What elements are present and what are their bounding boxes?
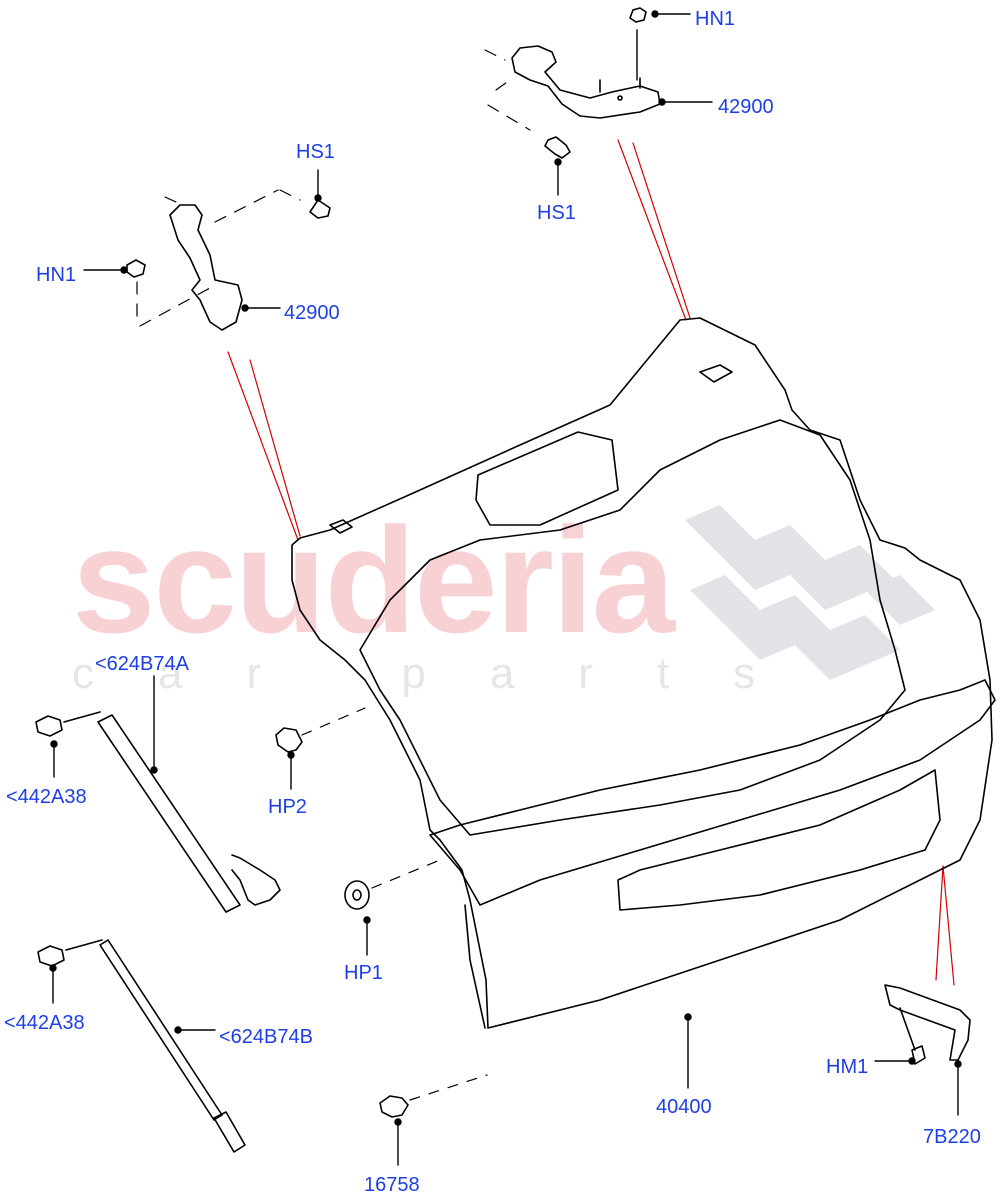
callout-hp1[interactable]: HP1 — [344, 962, 383, 984]
leaders-dashed-center — [301, 707, 488, 1101]
callout-442a38-bottom[interactable]: <442A38 — [4, 1012, 85, 1034]
bumper-hp1 — [344, 880, 370, 910]
callout-42900-top[interactable]: 42900 — [718, 96, 774, 118]
watermark-checker-flag — [685, 505, 935, 680]
bumper-hp2 — [275, 727, 303, 753]
leaders-top-left — [136, 189, 301, 327]
callout-442a38-top[interactable]: <442A38 — [6, 786, 87, 808]
callout-hm1[interactable]: HM1 — [826, 1056, 869, 1078]
callout-hs1-top[interactable]: HS1 — [537, 202, 576, 224]
reference-lines — [227, 139, 955, 986]
callout-hn1-top[interactable]: HN1 — [695, 8, 736, 30]
hinge-top-right — [511, 7, 661, 119]
callout-hn1-left[interactable]: HN1 — [36, 264, 77, 286]
watermark-car-parts: car parts — [72, 649, 820, 698]
tailgate-outer-panel — [429, 679, 996, 1029]
callout-hs1-left[interactable]: HS1 — [296, 141, 335, 163]
bolt-hs1-top — [544, 136, 571, 159]
callout-624b74a[interactable]: <624B74A — [95, 653, 189, 675]
leaders-top-right — [484, 49, 531, 131]
callout-624b74b[interactable]: <624B74B — [219, 1026, 313, 1048]
tailgate-inner-frame — [291, 317, 993, 1029]
callout-40400[interactable]: 40400 — [656, 1096, 712, 1118]
callout-42900-left[interactable]: 42900 — [284, 302, 340, 324]
gas-strut-624b74a — [35, 711, 281, 913]
callout-hp2[interactable]: HP2 — [268, 796, 307, 818]
callout-16758[interactable]: 16758 — [364, 1174, 420, 1196]
watermark-scuderia: scuderia — [72, 496, 675, 664]
callout-leaders — [49, 10, 962, 1166]
callout-7b220[interactable]: 7B220 — [923, 1126, 981, 1148]
gas-strut-624b74b — [37, 939, 246, 1153]
latch-7b220 — [884, 984, 971, 1065]
buffer-16758 — [379, 1095, 409, 1118]
